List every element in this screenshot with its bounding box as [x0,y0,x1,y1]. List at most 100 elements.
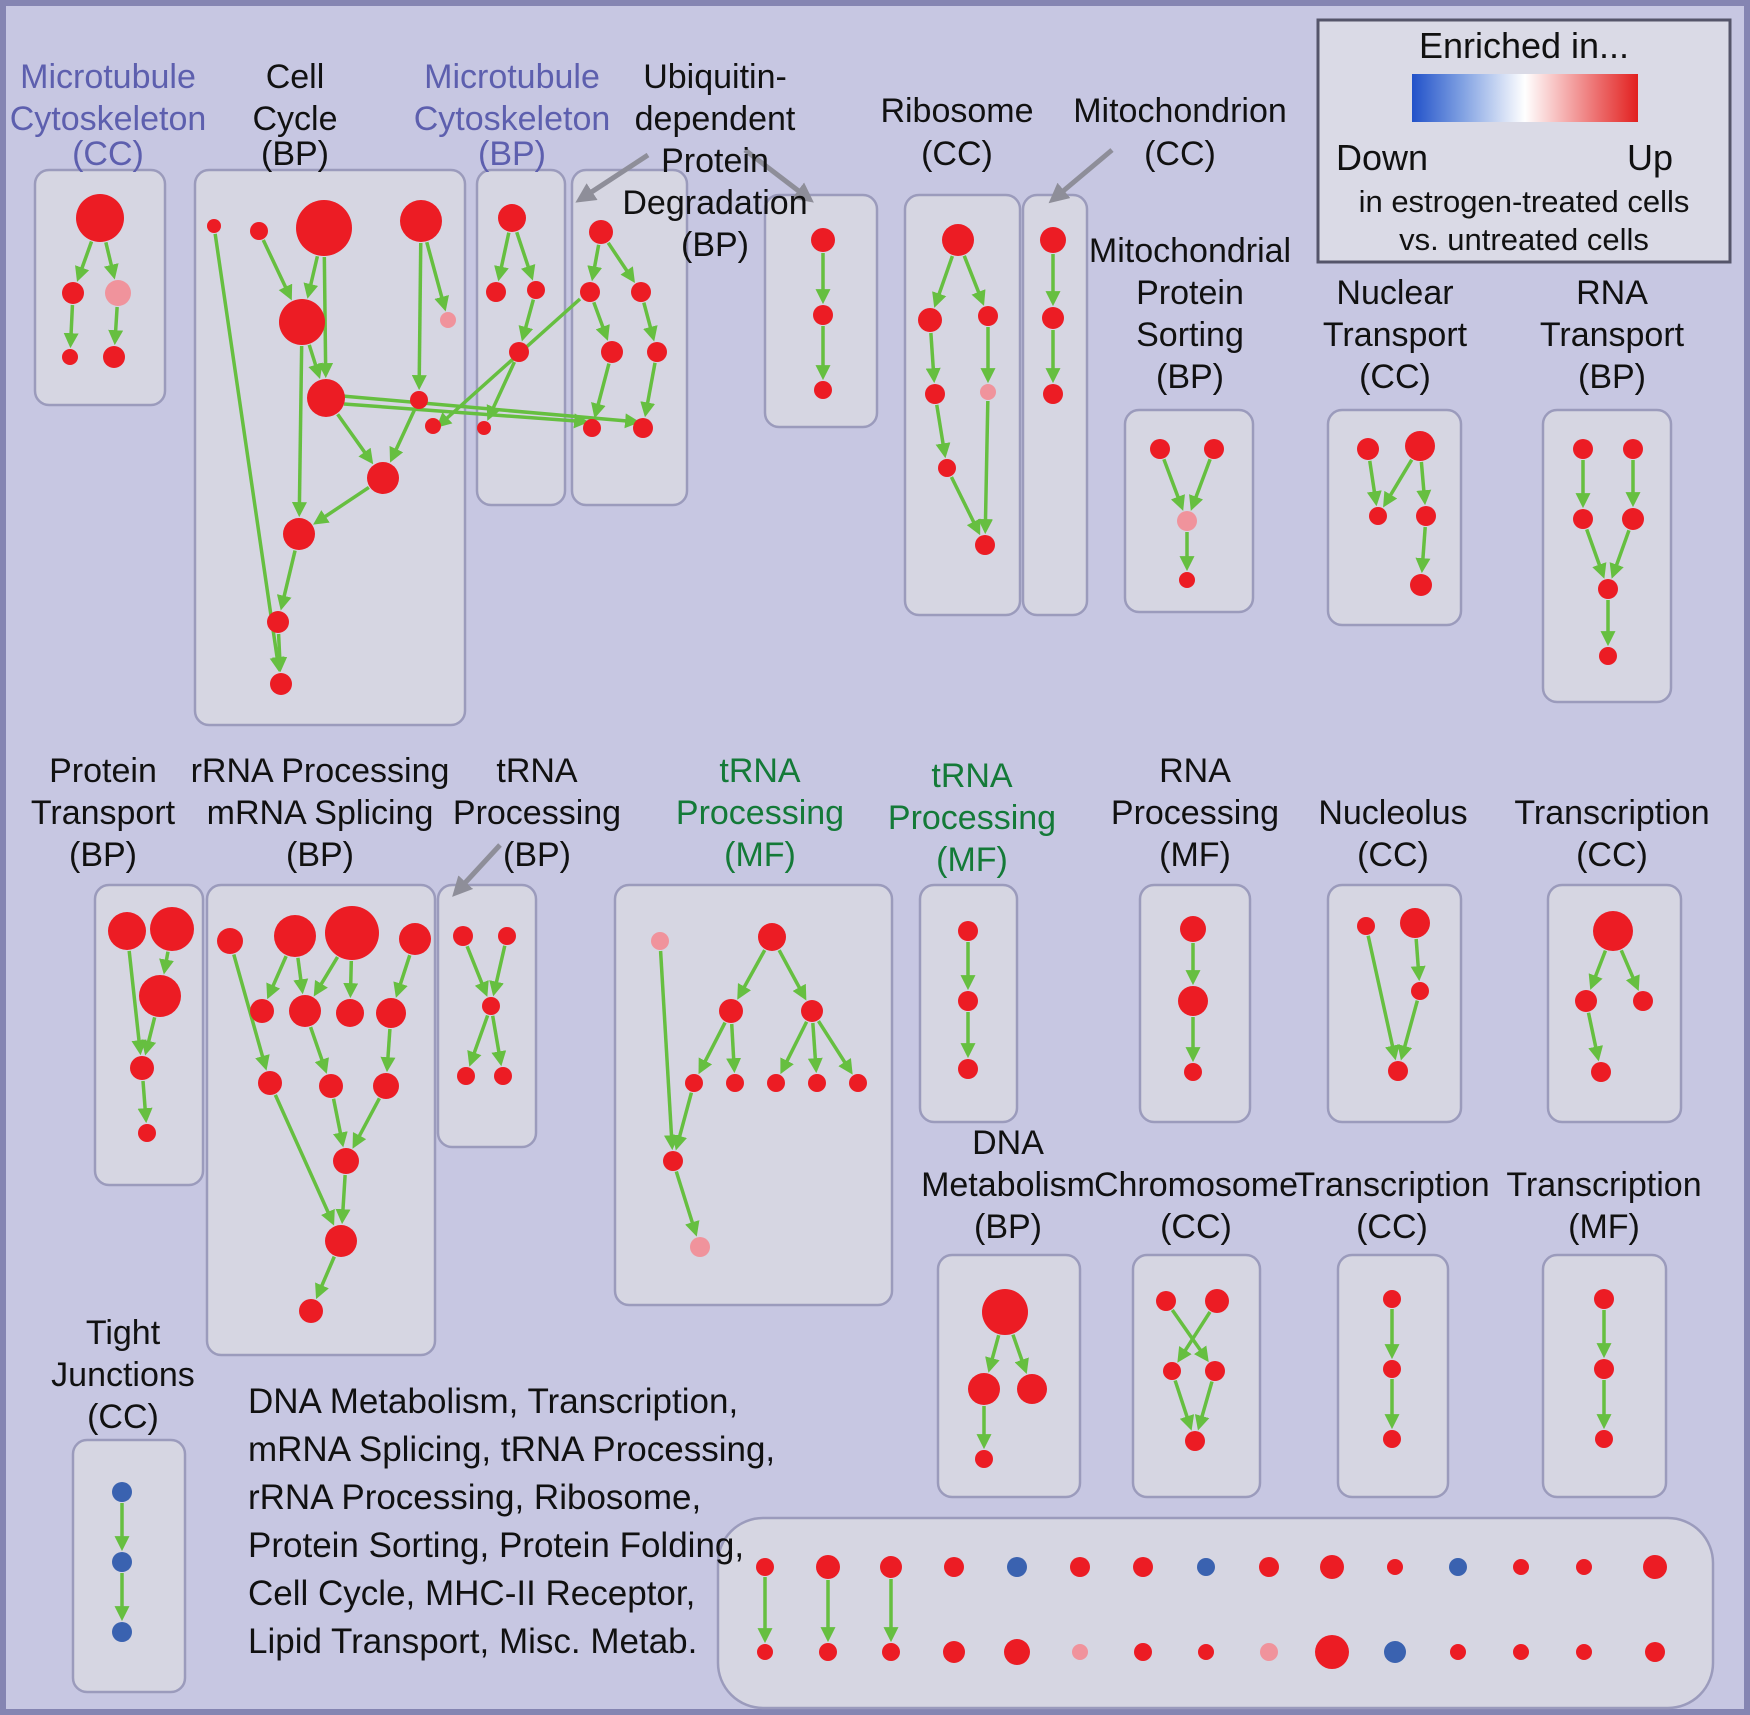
rrna-processing-mrna-splicing-bp-edge [343,960,359,999]
microtubule-cytoskeleton-cc-label: (CC) [72,135,144,173]
microtubule-cytoskeleton-bp-label: Microtubule [424,58,600,96]
microtubule-cytoskeleton-cc-edge [103,241,119,280]
misc-cluster-list-line: Protein Sorting, Protein Folding, [248,1526,744,1565]
nuclear-transport-cc-node-2 [1369,507,1387,525]
nuclear-transport-cc-box [1326,408,1463,627]
trna-processing-mf-1-edge [807,1022,823,1074]
microtubule-cytoskeleton-cc-label: Cytoskeleton [10,100,207,138]
misc-node-top-11 [1449,1558,1467,1576]
ubiquitin-dependent-protein-degradation-bp-node-5 [583,419,601,437]
rna-processing-mf-node-1 [1178,986,1208,1016]
transcription-cc-1-box [1546,883,1683,1124]
ribosome-cc-label: Ribosome [880,92,1033,130]
legend-down-label: Down [1336,137,1428,178]
misc-node-bottom-4 [1004,1639,1030,1665]
misc-cluster-list-line: rRNA Processing, Ribosome, [248,1478,701,1517]
chromosome-cc-edge [1194,1381,1214,1431]
misc-node-top-8 [1259,1557,1279,1577]
mitochondrial-protein-sorting-bp-node-1 [1204,439,1224,459]
misc-cluster-list-line: DNA Metabolism, Transcription, [248,1382,738,1421]
rrna-processing-mrna-splicing-bp-node-2 [325,906,379,960]
nucleolus-cc-edge [1397,1000,1420,1061]
misc-node-top-5 [1070,1557,1090,1577]
microtubule-cytoskeleton-bp-node-1 [486,282,506,302]
protein-transport-bp-edge [127,950,147,1056]
rrna-processing-mrna-splicing-bp-node-3 [399,923,431,955]
ubiquitin-dependent-protein-degradation-bp-edge [591,363,611,419]
mitochondrial-protein-sorting-bp-label: Sorting [1136,316,1244,354]
nuclear-transport-cc-edge [1416,461,1432,506]
misc-node-bottom-0 [757,1644,773,1660]
cell-cycle-bp-node-6 [307,379,345,417]
cell-cycle-bp-edge [303,255,320,299]
trna-processing-mf-2-label: Processing [888,799,1056,837]
rrna-processing-mrna-splicing-bp-node-8 [258,1071,282,1095]
microtubule-cytoskeleton-bp-edge [515,231,536,281]
trna-processing-mf-2-node-1 [958,991,978,1011]
trna-processing-mf-1-edge [726,1023,742,1074]
trna-processing-mf-1-edge [780,1020,809,1075]
chromosome-cc-edge [1177,1310,1212,1363]
rrna-processing-mrna-splicing-bp-node-11 [333,1148,359,1174]
trna-processing-mf-1-node-2 [719,999,743,1023]
misc-node-top-4 [1007,1557,1027,1577]
misc-node-bottom-6 [1134,1643,1152,1661]
protein-transport-bp-label: Protein [49,752,157,790]
nuclear-transport-cc-label: Transport [1323,316,1468,354]
rna-transport-bp-edge [1585,528,1607,579]
mitochondrial-protein-sorting-bp-node-2 [1177,511,1197,531]
rrna-processing-mrna-splicing-bp-edge [293,957,309,995]
rna-transport-bp-label: RNA [1576,274,1648,312]
misc-node-bottom-12 [1513,1644,1529,1660]
misc-node-bottom-9 [1315,1635,1349,1669]
rrna-processing-mrna-splicing-bp-node-1 [274,915,316,957]
trna-processing-bp-node-1 [498,927,516,945]
tight-junctions-cc-node-2 [112,1622,132,1642]
cell-cycle-bp-node-3 [400,200,442,242]
trna-processing-bp-edge [489,945,507,997]
ubiquitin-dependent-protein-degradation-bp-label: Degradation [622,184,807,222]
chromosome-cc-node-4 [1185,1431,1205,1451]
nuclear-transport-cc-node-3 [1416,506,1436,526]
annotation-arrow [1048,148,1114,204]
trna-processing-mf-1-node-0 [651,932,669,950]
ubiquitin-dependent-protein-degradation-bp-node-4 [647,342,667,362]
protein-transport-bp-node-4 [138,1124,156,1142]
chromosome-cc-edge [1173,1379,1195,1431]
mitochondrial-protein-sorting-bp-node-0 [1150,439,1170,459]
misc-cluster-list-line: Lipid Transport, Misc. Metab. [248,1622,697,1661]
microtubule-cytoskeleton-cc-node-1 [62,282,84,304]
transcription-cc-1-label: Transcription [1514,794,1709,832]
trna-processing-mf-1-label: Processing [676,794,844,832]
cell-cycle-bp-label: Cell [266,58,325,96]
rrna-processing-mrna-splicing-bp-label: mRNA Splicing [207,794,434,832]
tight-junctions-cc-node-0 [112,1482,132,1502]
ubiquitin-dependent-protein-degradation-bp-node-9 [814,381,832,399]
trna-processing-mf-1-edge [674,1170,700,1237]
chromosome-cc-node-3 [1205,1361,1225,1381]
ribosome-cc-box [903,193,1022,617]
trna-processing-mf-1-edge [737,949,767,1000]
trna-processing-mf-1-edge [816,1020,853,1075]
legend-up-label: Up [1627,137,1673,178]
ribosome-cc-node-6 [975,535,995,555]
cell-cycle-bp-node-4 [279,299,325,345]
misc-node-bottom-14 [1645,1642,1665,1662]
misc-node-bottom-11 [1450,1644,1466,1660]
nucleolus-cc-node-3 [1388,1061,1408,1081]
rrna-processing-mrna-splicing-bp-label: (BP) [286,836,354,874]
misc-cluster-box [716,1516,1715,1710]
rna-transport-bp-label: Transport [1540,316,1685,354]
trna-processing-mf-2-node-2 [958,1059,978,1079]
microtubule-cytoskeleton-cc-edge [108,306,124,346]
protein-transport-bp-label: Transport [31,794,176,832]
cell-cycle-bp-edge [307,344,323,380]
microtubule-cytoskeleton-bp-node-4 [477,421,491,435]
cross-cluster-edge [343,402,590,429]
tight-junctions-cc-label: Tight [86,1314,161,1352]
cell-cycle-bp-edge [389,408,417,463]
misc-node-bottom-7 [1198,1644,1214,1660]
ubiquitin-dependent-protein-degradation-bp-label: dependent [635,100,796,138]
ubiquitin-dependent-protein-degradation-bp-edge [642,302,658,342]
cell-cycle-bp-node-8 [367,462,399,494]
